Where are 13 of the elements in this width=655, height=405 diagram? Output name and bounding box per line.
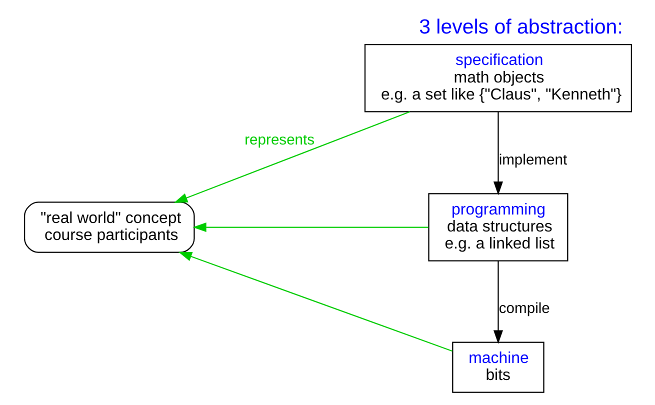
node-box: specification math objects e.g. a set like {"Claus", "Kenneth"} bbox=[364, 44, 632, 112]
arrow bbox=[492, 260, 503, 344]
arrow bbox=[492, 112, 503, 196]
edge-label: implement bbox=[498, 152, 567, 168]
node-box: programming data structures e.g. a linked list bbox=[428, 193, 568, 262]
edge-label: represents bbox=[244, 132, 314, 149]
arrow bbox=[178, 252, 452, 352]
node-box: "real world" concept course participants bbox=[23, 202, 194, 253]
edge-label: compile bbox=[498, 301, 550, 318]
arrow bbox=[173, 111, 410, 203]
diagram-title: 3 levels of abstraction: bbox=[418, 16, 622, 39]
node-box: machine bits bbox=[452, 342, 544, 393]
arrow bbox=[192, 222, 428, 232]
